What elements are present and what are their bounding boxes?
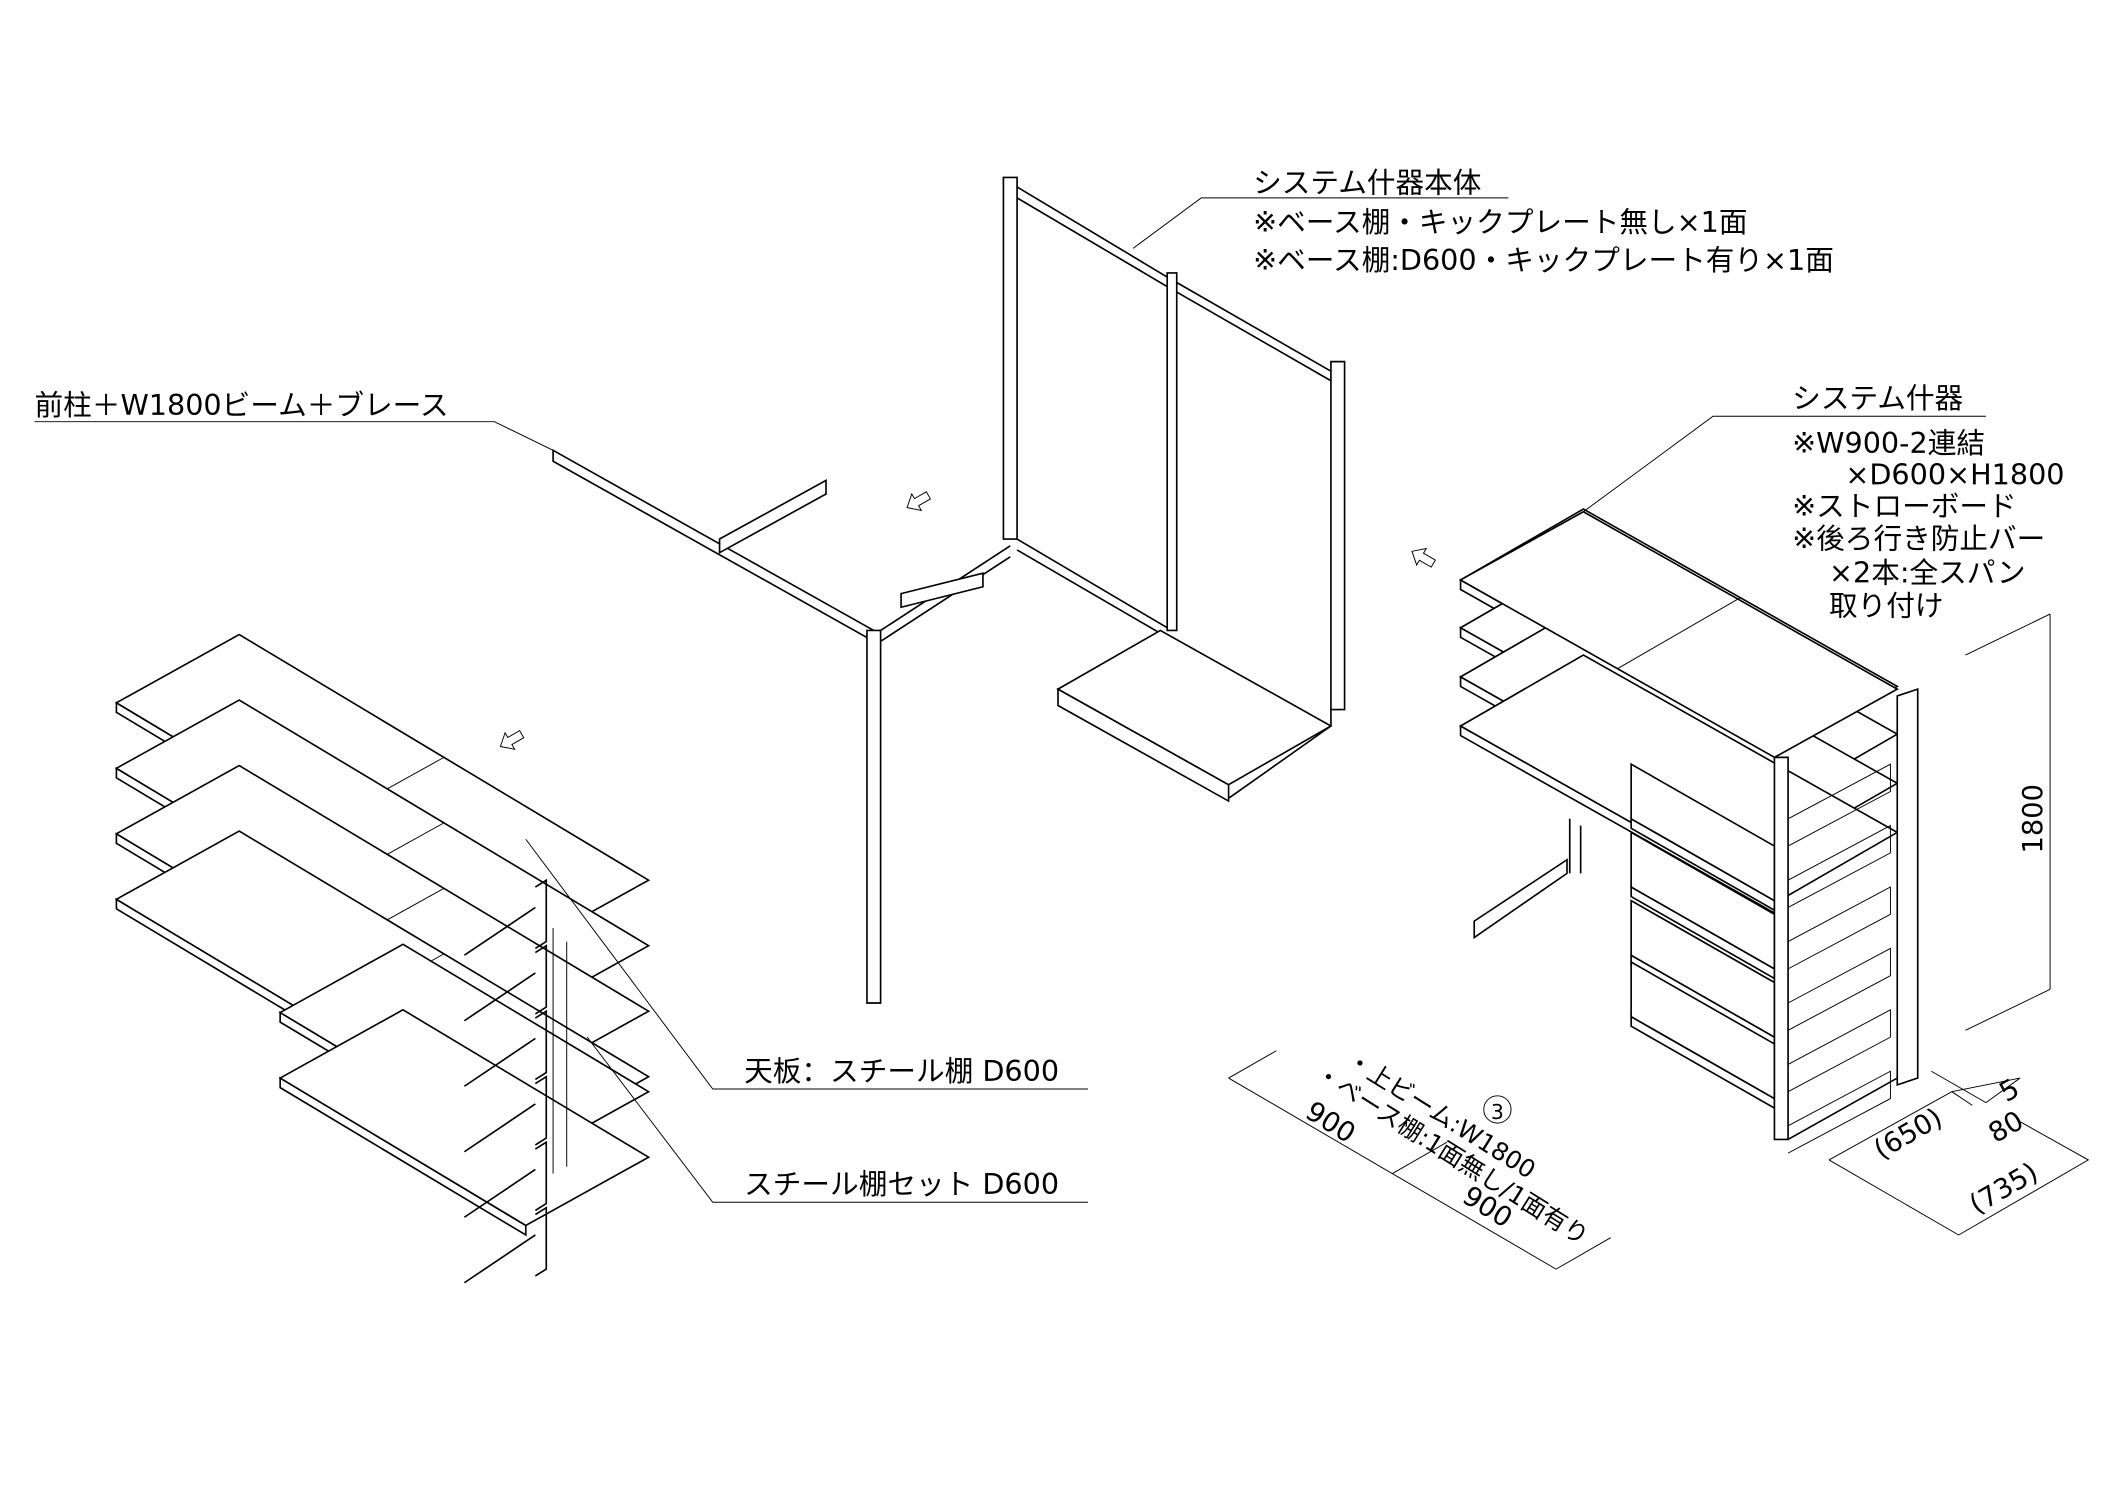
circle-number-badge bbox=[1483, 1095, 1512, 1124]
steel-shelf bbox=[278, 1008, 651, 1227]
label-line: ※W900-2連結 bbox=[1792, 426, 1985, 460]
dimension-text: (735) bbox=[1964, 1157, 2043, 1221]
label-title: システム什器本体 bbox=[1253, 165, 1481, 199]
direction-arrow-icon bbox=[499, 729, 525, 750]
leader-line bbox=[34, 421, 554, 451]
leader-line bbox=[525, 838, 1089, 1090]
dimension-text: (650) bbox=[1869, 1102, 1948, 1166]
label-main-body: システム什器本体 ※ベース棚・キックプレート無し×1面 ※ベース棚:D600・キ… bbox=[1132, 165, 1834, 277]
brace bbox=[1473, 858, 1568, 940]
brace bbox=[900, 572, 984, 609]
side-bracket bbox=[1787, 947, 1891, 1031]
front-post bbox=[1568, 818, 1582, 874]
back-panel-edge bbox=[1016, 538, 1168, 638]
label-front-post: 前柱＋W1800ビーム＋ブレース bbox=[34, 388, 554, 451]
rear-post bbox=[1330, 360, 1346, 711]
rear-post bbox=[1002, 176, 1018, 540]
leader-line bbox=[586, 1036, 1089, 1203]
dimension-height: 1800 bbox=[1965, 613, 2051, 1031]
label-line: ※ストローボード bbox=[1792, 489, 2016, 523]
side-bracket bbox=[1787, 886, 1891, 970]
brace bbox=[718, 478, 827, 555]
direction-arrow-icon bbox=[906, 491, 932, 512]
side-bracket bbox=[1787, 824, 1891, 908]
dimension-text: 5 bbox=[1994, 1073, 2025, 1109]
side-bracket bbox=[1787, 763, 1891, 847]
label-shelf-set: スチール棚セット D600 bbox=[586, 1036, 1089, 1203]
label-system-fixture: システム什器 ※W900-2連結 ×D600×H1800 ※ストローボード ※後… bbox=[1583, 381, 2065, 622]
side-bracket bbox=[1787, 1009, 1891, 1093]
label-title: システム什器 bbox=[1792, 381, 1963, 415]
circle-number: 3 bbox=[1491, 1100, 1504, 1124]
dimension-text: 1800 bbox=[2018, 784, 2049, 853]
direction-arrow-icon bbox=[1411, 547, 1436, 568]
shelf-bracket bbox=[463, 878, 548, 956]
line-art bbox=[114, 176, 1919, 1284]
label-line: ※後ろ行き防止バー bbox=[1792, 522, 2045, 556]
base-edge bbox=[1787, 1077, 1898, 1141]
top-board bbox=[1458, 510, 1899, 759]
front-post bbox=[866, 629, 882, 1004]
label-line: ×D600×H1800 bbox=[1845, 457, 2064, 491]
side-post bbox=[552, 927, 568, 1174]
rear-post bbox=[1896, 688, 1919, 1087]
notes-rotated: 3 ・上ビーム:W1800 ・ベース棚:1面無し/1面有り bbox=[1310, 1045, 1594, 1251]
shelf-bracket bbox=[463, 1140, 548, 1218]
front-post bbox=[1773, 756, 1789, 1141]
shelf-bracket bbox=[463, 944, 548, 1022]
dimension-text: 80 bbox=[1984, 1105, 2030, 1149]
side-bracket bbox=[1787, 1070, 1891, 1154]
note-base-shelf: ・ベース棚:1面無し/1面有り bbox=[1310, 1059, 1594, 1251]
label-line: ※ベース棚:D600・キックプレート有り×1面 bbox=[1253, 243, 1834, 277]
label-top-board: 天板：スチール棚 D600 bbox=[525, 838, 1089, 1090]
base-shelf bbox=[1056, 629, 1333, 786]
leader-line bbox=[1132, 197, 1509, 249]
label-line: ×2本:全スパン bbox=[1829, 556, 2026, 590]
shelf-joint bbox=[1617, 597, 1741, 670]
label-line: 取り付け bbox=[1829, 588, 1944, 622]
back-panel-edge bbox=[1016, 186, 1332, 382]
label-line: ※ベース棚・キックプレート無し×1面 bbox=[1253, 205, 1747, 239]
rear-post bbox=[1166, 272, 1178, 632]
shelf-bracket bbox=[463, 1009, 548, 1087]
dimension-depth: (650) 80 5 (735) bbox=[1828, 1070, 2090, 1236]
shelf-bracket bbox=[463, 1206, 548, 1284]
label-title: 前柱＋W1800ビーム＋ブレース bbox=[35, 388, 449, 422]
label-title: スチール棚セット D600 bbox=[744, 1167, 1059, 1201]
base-shelf-edge bbox=[1228, 709, 1332, 799]
front-beam bbox=[552, 448, 875, 643]
shelf-bracket bbox=[463, 1075, 548, 1153]
label-title: 天板：スチール棚 D600 bbox=[744, 1054, 1059, 1088]
leader-line bbox=[1583, 415, 1986, 513]
